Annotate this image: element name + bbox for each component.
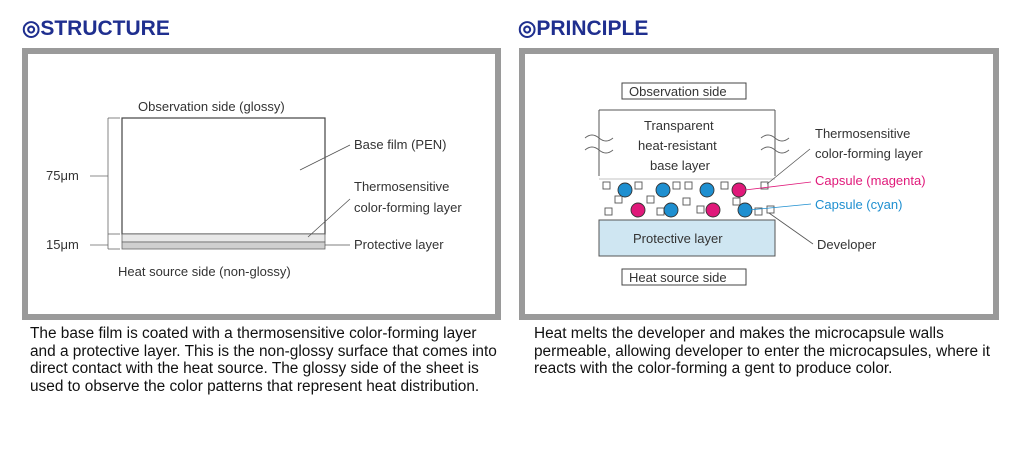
principle-protective-label: Protective layer: [633, 231, 723, 246]
dimension-75-label: 75μm: [46, 168, 79, 183]
structure-heading: ◎STRUCTURE: [22, 17, 170, 40]
base-layer-outline: [598, 109, 776, 176]
developer-particles: [602, 181, 775, 216]
heat-source-box: [621, 268, 747, 286]
structure-panel: Observation side (glossy) 75μm 15μm Base…: [22, 48, 501, 320]
principle-diagram: Observation side Transparent heat-resist…: [584, 82, 926, 286]
capsule-cyan-label: Capsule (cyan): [815, 197, 902, 212]
principle-thermo-line1: Thermosensitive: [815, 126, 910, 141]
principle-thermo-leader: [766, 148, 811, 185]
principle-heat-source-label: Heat source side: [629, 270, 727, 285]
base-film-label: Base film (PEN): [354, 137, 446, 152]
principle-heading: ◎PRINCIPLE: [518, 17, 649, 40]
protective-layer: [121, 241, 326, 250]
structure-observation-label: Observation side (glossy): [138, 99, 285, 114]
right-break-mark: [760, 134, 790, 154]
observation-side-box: [621, 82, 747, 100]
thermo-label-line2: color-forming layer: [354, 200, 462, 215]
developer-leader: [768, 212, 814, 245]
base-film-leader: [299, 144, 351, 171]
left-break-mark: [584, 134, 614, 154]
structure-heat-source-label: Heat source side (non-glossy): [118, 264, 291, 279]
transparent-label-line1: Transparent: [644, 118, 714, 133]
capsule-cyan-group: [617, 182, 753, 218]
structure-description: The base film is coated with a thermosen…: [30, 325, 497, 395]
transparent-label-line3: base layer: [650, 158, 711, 173]
color-forming-layer: [121, 233, 326, 243]
principle-description: Heat melts the developer and makes the m…: [534, 325, 990, 378]
cyan-leader: [748, 203, 812, 211]
principle-thermo-line2: color-forming layer: [815, 146, 923, 161]
base-film-layer: [121, 117, 326, 235]
principle-protective-layer: [598, 219, 776, 257]
transparent-label-line2: heat-resistant: [638, 138, 717, 153]
thermo-leader: [307, 198, 351, 238]
principle-panel: Observation side Transparent heat-resist…: [519, 48, 999, 320]
principle-observation-label: Observation side: [629, 84, 727, 99]
structure-diagram: Observation side (glossy) 75μm 15μm Base…: [46, 99, 462, 279]
developer-label: Developer: [817, 237, 877, 252]
protective-label: Protective layer: [354, 237, 444, 252]
capsule-magenta-label: Capsule (magenta): [815, 173, 926, 188]
thermo-label-line1: Thermosensitive: [354, 179, 449, 194]
dimension-15-label: 15μm: [46, 237, 79, 252]
magenta-leader: [744, 181, 812, 191]
